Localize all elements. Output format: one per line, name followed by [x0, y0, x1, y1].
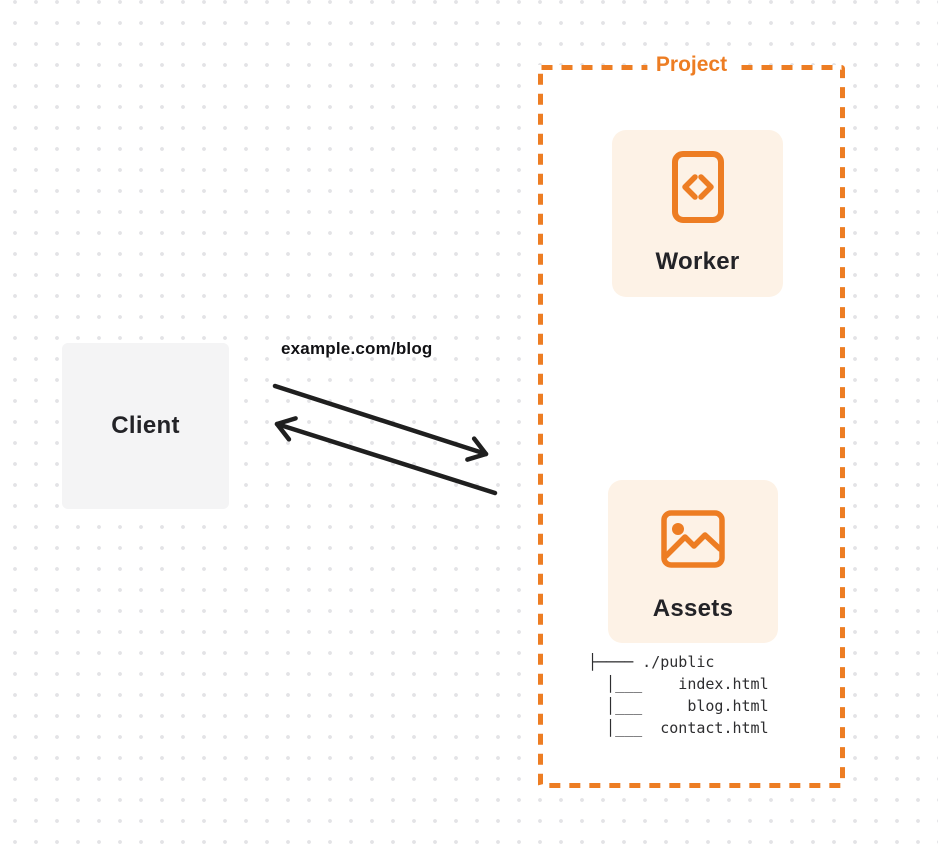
- tree-line-blog: │___ blog.html: [588, 697, 769, 715]
- assets-label: Assets: [652, 595, 734, 622]
- client-label: Client: [111, 412, 180, 439]
- tree-line-public: ├──── ./public: [588, 653, 715, 671]
- assets-file-tree: ├──── ./public │___ index.html │___ blog…: [588, 651, 769, 739]
- tree-line-contact: │___ contact.html: [588, 719, 769, 737]
- tree-line-index: │___ index.html: [588, 675, 769, 693]
- worker-card: Worker: [612, 130, 783, 297]
- worker-label: Worker: [655, 248, 740, 275]
- response-arrow: [274, 416, 498, 496]
- project-label: Project: [646, 53, 737, 77]
- code-document-icon: [671, 151, 724, 223]
- request-url-label: example.com/blog: [281, 339, 433, 358]
- client-node: Client: [62, 343, 229, 509]
- project-container: Project Worker Assets ├──── ./public │__…: [538, 53, 845, 788]
- request-arrow: [272, 383, 489, 462]
- image-icon: [661, 510, 725, 568]
- assets-card: Assets: [608, 480, 778, 643]
